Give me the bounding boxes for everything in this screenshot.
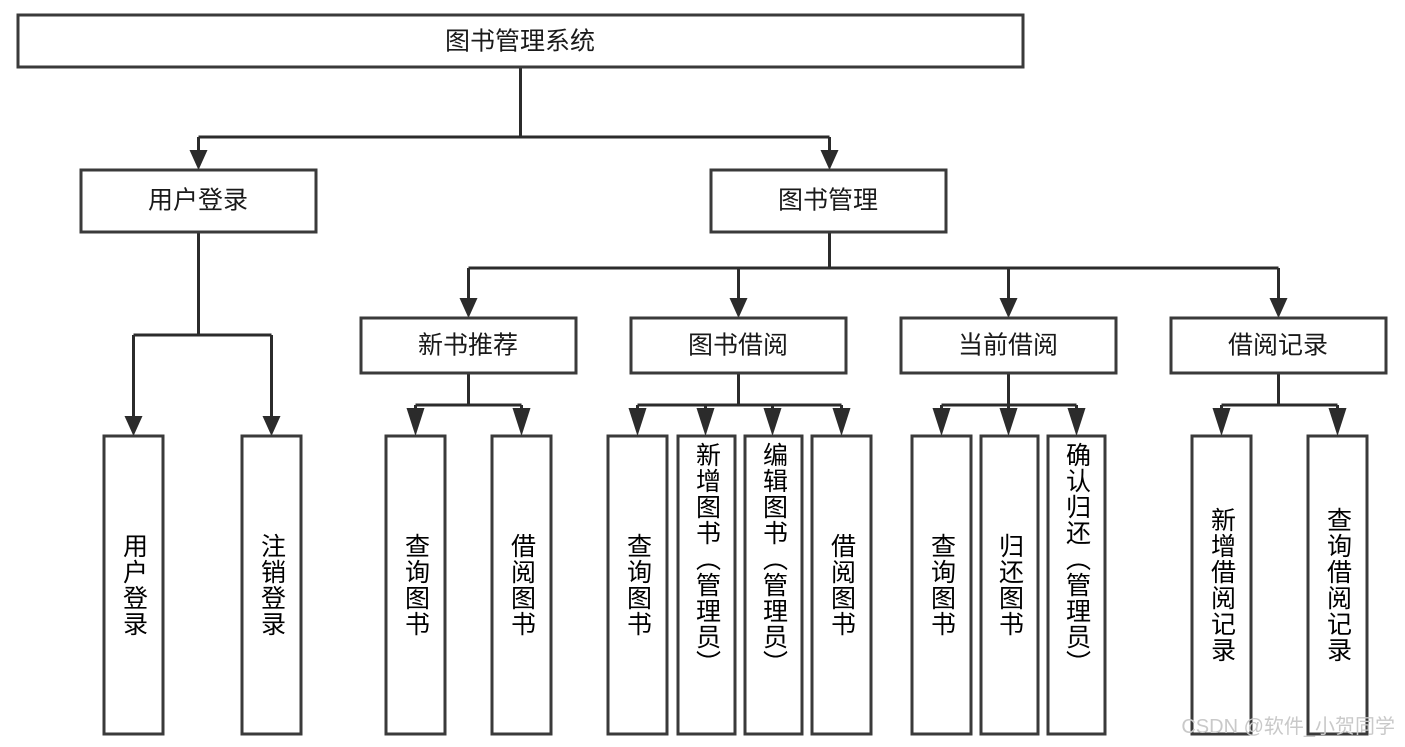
node-leaf-query-record-label: 查询借阅记录 [1323,507,1352,663]
node-leaf-add-book-label: 新增图书（管理员） [692,442,721,676]
node-user-login-box[interactable] [79,168,318,234]
connector-group-book-borrow-to-leaves [628,373,851,436]
node-leaf-user-login-label: 用户登录 [119,533,148,637]
node-user-login[interactable]: 用户登录 [79,168,318,234]
arrow-head-borrow-record [1269,298,1288,318]
node-book-borrow-box[interactable] [629,316,848,375]
node-leaf-edit-book-label: 编辑图书（管理员） [759,442,788,676]
node-leaf-query-book-3[interactable]: 查询图书 [910,434,973,736]
node-leaf-user-logout-label: 注销登录 [257,533,286,637]
arrow-head-leaf-user-login [124,416,143,436]
node-book-management-label: 图书管理 [778,187,878,215]
node-current-borrow-box[interactable] [899,316,1118,375]
arrow-head-leaf-add-book [696,408,715,436]
node-root-box[interactable] [16,13,1025,69]
node-current-borrow-label: 当前借阅 [958,332,1058,360]
node-borrow-record-box[interactable] [1169,316,1388,375]
node-leaf-query-book-1[interactable]: 查询图书 [384,434,447,736]
connector-group-current-borrow-to-leaves [932,373,1086,436]
arrow-head-leaf-query-book-3 [932,408,951,436]
connector-group-book-management-to-level3 [459,232,1288,318]
node-leaf-user-logout-box[interactable] [240,434,303,736]
node-leaf-return-book[interactable]: 归还图书 [979,434,1040,736]
node-leaf-query-book-3-label: 查询图书 [927,533,956,637]
arrow-head-book-management [820,150,839,170]
arrow-head-current-borrow [999,298,1018,318]
node-leaf-query-book-1-label: 查询图书 [401,533,430,637]
node-borrow-record-label: 借阅记录 [1228,332,1328,360]
arrow-head-leaf-query-book-1 [406,408,425,436]
node-leaf-return-book-label: 归还图书 [995,533,1024,637]
connector-group-new-book-recommend-to-leaves [406,373,531,436]
node-leaf-borrow-book-2-label: 借阅图书 [827,533,856,637]
node-new-book-recommend[interactable]: 新书推荐 [359,316,578,375]
node-borrow-record[interactable]: 借阅记录 [1169,316,1388,375]
node-leaf-query-book-2-box[interactable] [606,434,669,736]
arrow-head-book-borrow [729,298,748,318]
node-book-borrow-label: 图书借阅 [688,332,788,360]
node-root-label: 图书管理系统 [445,28,595,56]
arrow-head-leaf-return-book [999,408,1018,436]
node-leaf-query-record[interactable]: 查询借阅记录 [1306,434,1369,736]
arrow-head-user-login [189,150,208,170]
node-leaf-user-login[interactable]: 用户登录 [102,434,165,736]
node-leaf-user-login-box[interactable] [102,434,165,736]
watermark-label: CSDN @软件_小贺同学 [1181,715,1395,738]
node-leaf-confirm-return-label: 确认归还（管理员） [1062,442,1091,676]
node-leaf-borrow-book-2-box[interactable] [810,434,873,736]
node-user-login-label: 用户登录 [148,187,248,215]
node-leaf-add-book-box[interactable] [676,434,737,736]
connector-group-borrow-record-to-leaves [1212,373,1347,436]
node-new-book-recommend-label: 新书推荐 [418,332,518,360]
arrow-head-leaf-borrow-book-1 [512,408,531,436]
node-leaf-add-book[interactable]: 新增图书（管理员） [676,434,737,736]
connector-group-root-to-level2 [189,67,839,170]
arrow-head-leaf-borrow-book-2 [832,408,851,436]
node-root[interactable]: 图书管理系统 [16,13,1025,69]
node-leaf-add-record-box[interactable] [1190,434,1253,736]
node-leaf-add-record[interactable]: 新增借阅记录 [1190,434,1253,736]
arrow-head-leaf-query-book-2 [628,408,647,436]
node-current-borrow[interactable]: 当前借阅 [899,316,1118,375]
arrow-head-leaf-edit-book [763,408,782,436]
node-leaf-query-book-2[interactable]: 查询图书 [606,434,669,736]
node-leaf-confirm-return[interactable]: 确认归还（管理员） [1046,434,1107,736]
connector-group-user-login-to-leaves [124,232,281,436]
node-book-management[interactable]: 图书管理 [709,168,948,234]
node-leaf-return-book-box[interactable] [979,434,1040,736]
arrow-head-leaf-query-record [1328,408,1347,436]
node-leaf-add-record-label: 新增借阅记录 [1207,507,1236,663]
node-leaf-edit-book[interactable]: 编辑图书（管理员） [743,434,804,736]
node-leaf-borrow-book-1-label: 借阅图书 [507,533,536,637]
arrow-head-leaf-user-logout [262,416,281,436]
node-leaf-edit-book-box[interactable] [743,434,804,736]
node-leaf-query-book-3-box[interactable] [910,434,973,736]
node-leaf-borrow-book-1-box[interactable] [490,434,553,736]
node-book-management-box[interactable] [709,168,948,234]
node-leaf-query-book-1-box[interactable] [384,434,447,736]
arrow-head-leaf-add-record [1212,408,1231,436]
arrow-head-new-book-recommend [459,298,478,318]
node-leaf-confirm-return-box[interactable] [1046,434,1107,736]
arrow-head-leaf-confirm-return [1067,408,1086,436]
node-leaf-query-book-2-label: 查询图书 [623,533,652,637]
node-leaf-borrow-book-1[interactable]: 借阅图书 [490,434,553,736]
node-new-book-recommend-box[interactable] [359,316,578,375]
node-leaf-query-record-box[interactable] [1306,434,1369,736]
node-leaf-user-logout[interactable]: 注销登录 [240,434,303,736]
node-book-borrow[interactable]: 图书借阅 [629,316,848,375]
node-leaf-borrow-book-2[interactable]: 借阅图书 [810,434,873,736]
